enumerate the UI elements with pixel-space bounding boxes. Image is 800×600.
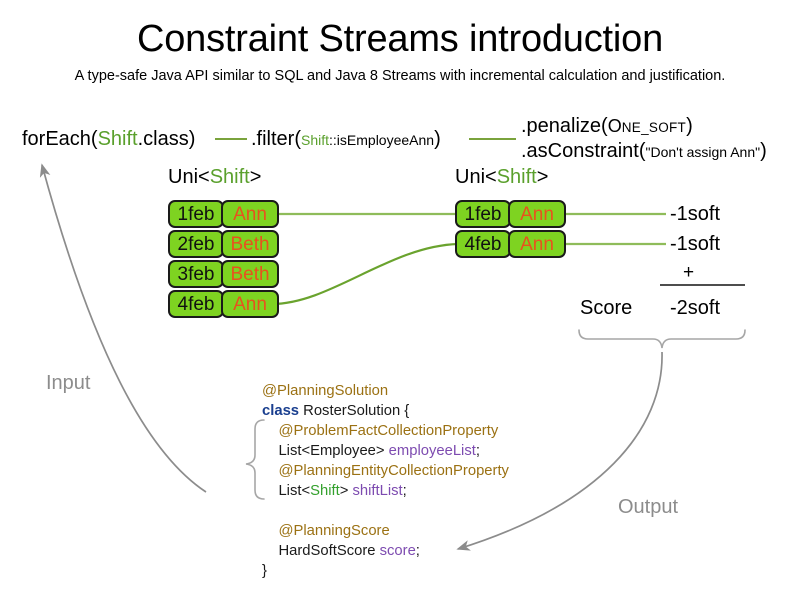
code-token-anno: @ProblemFactCollectionProperty [262,423,499,439]
code-token-plain: ; [415,543,420,559]
code-token-field: employeeList [388,443,476,459]
filter-prefix: .filter( [251,128,301,150]
penalize-arg-rest: NE_SOFT [621,120,687,135]
code-token-anno: @PlanningSolution [262,383,389,399]
pipeline-filter: .filter(Shift::isEmployeeAnn) [251,128,441,151]
code-token-anno: @PlanningEntityCollectionProperty [262,463,509,479]
foreach-type: Shift [97,128,138,150]
penalize-suffix: ) [686,115,693,137]
code-token-field: shiftList [352,483,403,499]
penalty-value-1: -1soft [670,203,721,225]
foreach-prefix: forEach( [22,128,98,150]
code-line: HardSoftScore score; [262,541,509,561]
output-caption: Output [618,496,679,518]
uni-left-type: Shift [209,166,250,188]
stream-line-shift-4 [271,242,459,306]
shift-filtered-employee: Ann [508,230,566,258]
asconstraint-arg: "Don't assign Ann" [645,144,761,160]
code-token-plain: > [339,483,353,499]
score-total: -2soft [670,297,721,319]
uni-right-type: Shift [496,166,537,188]
penalty-value-2: -1soft [670,233,721,255]
code-token-plain: List<Employee> [262,443,389,459]
filter-suffix: ) [434,128,441,150]
code-token-field: score [379,543,416,559]
shift-input-date: 4feb [168,290,224,318]
code-token-green: Shift [310,483,340,499]
input-caption: Input [46,372,91,394]
penalize-arg-lead: O [607,116,622,136]
pipeline-asconstraint: .asConstraint("Don't assign Ann") [521,140,767,163]
code-token-plain: ; [402,483,407,499]
penalize-prefix: .penalize( [521,115,608,137]
foreach-suffix: .class) [137,128,196,150]
uni-left-suffix: > [249,166,262,188]
page-title: Constraint Streams introduction [136,18,664,60]
code-line: List<Shift> shiftList; [262,481,509,501]
shift-input-date: 1feb [168,200,224,228]
shift-filtered-employee: Ann [508,200,566,228]
pipeline-foreach: forEach(Shift.class) [22,128,195,151]
code-line: class RosterSolution { [262,401,509,421]
code-line: } [262,561,509,581]
shift-input-employee: Beth [221,230,279,258]
code-line-blank [262,501,509,521]
page-subtitle: A type-safe Java API similar to SQL and … [74,68,726,84]
filter-arg-rest: ::isEmployeeAnn [329,132,435,148]
uni-left-prefix: Uni< [168,166,210,188]
pipeline-penalize: .penalize(ONE_SOFT) [521,115,693,138]
code-token-plain: } [262,563,267,579]
uni-right-suffix: > [536,166,549,188]
shift-input-date: 2feb [168,230,224,258]
shift-filtered-date: 4feb [455,230,511,258]
asconstraint-suffix: ) [760,140,767,162]
stream-label-left: Uni<Shift> [168,166,261,189]
code-line: List<Employee> employeeList; [262,441,509,461]
code-token-plain: ; [475,443,480,459]
code-token-plain: HardSoftScore [262,543,380,559]
code-token-key: class [262,403,304,419]
filter-arg-type: Shift [301,132,330,148]
shift-input-employee: Ann [221,290,279,318]
code-line: @PlanningEntityCollectionProperty [262,461,509,481]
uni-right-prefix: Uni< [455,166,497,188]
code-line: @PlanningScore [262,521,509,541]
code-line: @PlanningSolution [262,381,509,401]
score-label: Score [580,297,633,319]
code-token-plain: RosterSolution { [303,403,410,419]
code-token-plain: List< [262,483,311,499]
shift-filtered-date: 1feb [455,200,511,228]
score-operator: + [683,262,695,283]
shift-input-employee: Ann [221,200,279,228]
code-token-anno: @PlanningScore [262,523,390,539]
shift-input-date: 3feb [168,260,224,288]
asconstraint-prefix: .asConstraint( [521,140,646,162]
code-line: @ProblemFactCollectionProperty [262,421,509,441]
score-brace [578,329,746,349]
shift-input-employee: Beth [221,260,279,288]
stream-label-right: Uni<Shift> [455,166,548,189]
